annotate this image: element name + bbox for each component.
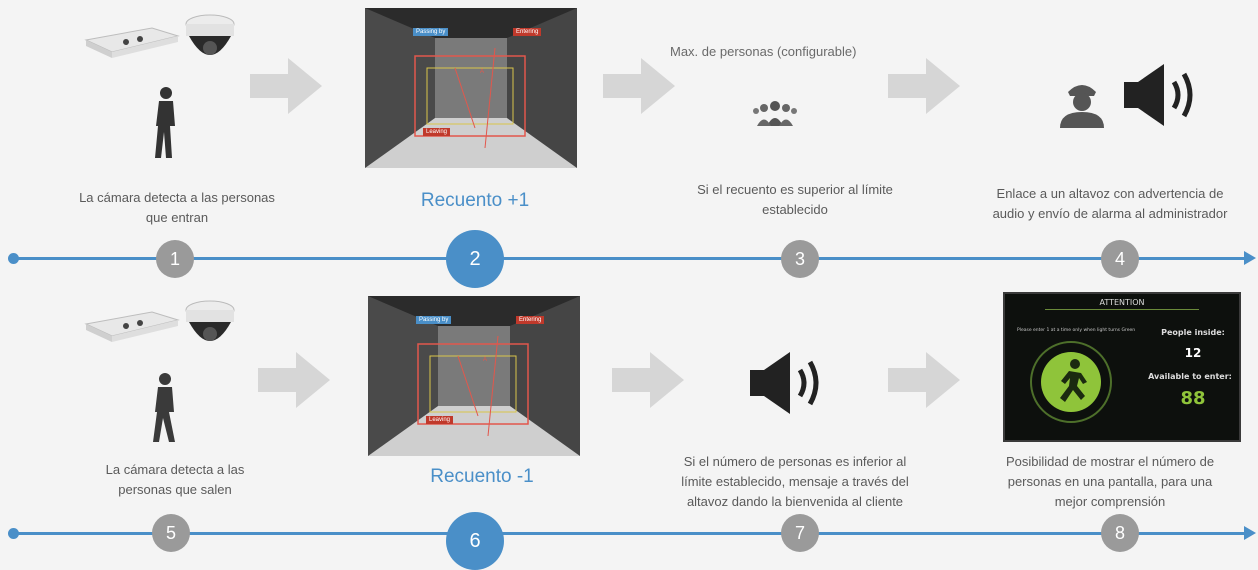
step-badge-7: 7 bbox=[781, 514, 819, 552]
leaving-tag: Leaving bbox=[426, 416, 454, 424]
people-inside-label: People inside: bbox=[1161, 328, 1225, 337]
available-to-enter-label: Available to enter: bbox=[1148, 372, 1232, 381]
caption-line: Posibilidad de mostrar el número de bbox=[1005, 454, 1215, 469]
entering-tag: Entering bbox=[516, 316, 545, 324]
people-counting-camera-icon bbox=[84, 311, 180, 342]
administrator-icon bbox=[1060, 85, 1104, 128]
caption-step-8: Posibilidad de mostrar el número de pers… bbox=[975, 452, 1245, 512]
entering-tag: Entering bbox=[513, 28, 542, 36]
caption-line: que entran bbox=[145, 210, 209, 225]
flow-arrow-3 bbox=[888, 58, 960, 114]
caption-line: altavoz dando la bienvenida al cliente bbox=[686, 494, 904, 509]
caption-line: establecido bbox=[762, 202, 828, 217]
step-badge-1: 1 bbox=[156, 240, 194, 278]
corridor-scene bbox=[365, 8, 577, 168]
zone-a-tag: A bbox=[483, 357, 488, 363]
display-notice: Please enter 1 at a time only when light… bbox=[1017, 328, 1136, 333]
passing-by-tag: Passing by bbox=[416, 316, 452, 324]
occupancy-display-screen: ATTENTION Please enter 1 at a time only … bbox=[1003, 292, 1241, 442]
available-to-enter-value: 88 bbox=[1180, 388, 1206, 409]
caption-step-3: Si el recuento es superior al límite est… bbox=[670, 180, 920, 220]
zone-a-tag: A bbox=[480, 69, 485, 75]
caption-line: personas en una pantalla, para una bbox=[1007, 474, 1213, 489]
caption-line: Si el recuento es superior al límite bbox=[697, 182, 893, 197]
dome-camera-icon bbox=[185, 300, 235, 341]
step-badge-3: 3 bbox=[781, 240, 819, 278]
corridor-scene bbox=[368, 296, 580, 456]
step-badge-2: 2 bbox=[446, 230, 504, 288]
flow-arrow-2 bbox=[603, 58, 675, 114]
passing-by-tag: Passing by bbox=[413, 28, 449, 36]
step-badge-6: 6 bbox=[446, 512, 504, 570]
caption-step-1: La cámara detecta a las personas que ent… bbox=[52, 188, 302, 228]
counter-plus-one: Recuento +1 bbox=[420, 190, 530, 211]
green-light-walking-icon bbox=[1030, 341, 1112, 423]
people-inside-value: 12 bbox=[1184, 346, 1202, 360]
caption-line: Si el número de personas es inferior al bbox=[683, 454, 907, 469]
timeline-arrowhead bbox=[1244, 251, 1256, 265]
dome-camera-icon bbox=[185, 14, 235, 55]
caption-line: La cámara detecta a las personas bbox=[79, 190, 275, 205]
speaker-icon bbox=[1124, 64, 1193, 126]
walking-person-icon bbox=[155, 87, 175, 158]
caption-step-7: Si el número de personas es inferior al … bbox=[655, 452, 935, 512]
flow-arrow-6 bbox=[888, 352, 960, 408]
counting-camera-view-entering: Passing by Entering Leaving A bbox=[365, 8, 577, 168]
caption-line: Enlace a un altavoz con advertencia de bbox=[996, 186, 1224, 201]
caption-step-5: La cámara detecta a las personas que sal… bbox=[70, 460, 280, 500]
step-badge-5: 5 bbox=[152, 514, 190, 552]
speaker-icon bbox=[750, 352, 819, 414]
step-badge-8: 8 bbox=[1101, 514, 1139, 552]
walking-person-icon bbox=[153, 373, 175, 442]
caption-line: audio y envío de alarma al administrador bbox=[992, 206, 1228, 221]
group-of-people-icon bbox=[753, 101, 797, 126]
flow-arrow-5 bbox=[612, 352, 684, 408]
caption-line: personas que salen bbox=[118, 482, 232, 497]
timeline-bottom bbox=[12, 532, 1244, 535]
max-people-label: Max. de personas (configurable) bbox=[670, 44, 857, 59]
display-title: ATTENTION bbox=[1099, 298, 1145, 307]
leaving-tag: Leaving bbox=[423, 128, 451, 136]
caption-line: mejor comprensión bbox=[1054, 494, 1166, 509]
flow-arrow-4 bbox=[258, 352, 330, 408]
timeline-top bbox=[12, 257, 1244, 260]
caption-line: límite establecido, mensaje a través del bbox=[681, 474, 909, 489]
step-badge-4: 4 bbox=[1101, 240, 1139, 278]
counter-minus-one: Recuento -1 bbox=[430, 466, 534, 487]
caption-line: La cámara detecta a las bbox=[105, 462, 245, 477]
flow-arrow-1 bbox=[250, 58, 322, 114]
counting-camera-view-leaving: Passing by Entering Leaving A bbox=[368, 296, 580, 456]
caption-step-4: Enlace a un altavoz con advertencia de a… bbox=[960, 184, 1258, 224]
timeline-arrowhead bbox=[1244, 526, 1256, 540]
display-title-bar bbox=[1045, 309, 1199, 310]
people-counting-camera-icon bbox=[84, 27, 180, 58]
